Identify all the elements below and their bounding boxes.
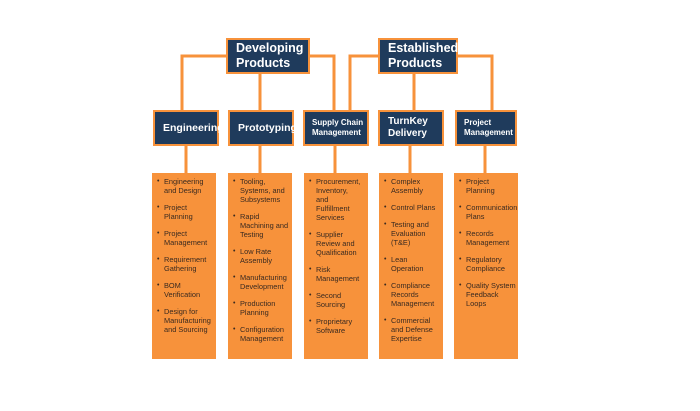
category-turnkey-delivery: TurnKey Delivery bbox=[378, 110, 444, 146]
developing-products-box: Developing Products bbox=[226, 38, 310, 74]
list-item: Low Rate Assembly bbox=[233, 247, 288, 265]
list-item: Control Plans bbox=[384, 203, 439, 212]
established-products-box: Established Products bbox=[378, 38, 458, 74]
category-label: Prototyping bbox=[238, 122, 297, 134]
list-item: Project Planning bbox=[459, 177, 514, 195]
list-item: Project Management bbox=[157, 229, 212, 247]
established-products-label: Established Products bbox=[388, 41, 459, 70]
list-item: Supplier Review and Qualification bbox=[309, 230, 364, 257]
category-engineering: Engineering bbox=[153, 110, 224, 146]
list-item: Regulatory Compliance bbox=[459, 255, 514, 273]
list-item: Design for Manufacturing and Sourcing bbox=[157, 307, 212, 334]
list-item: Configuration Management bbox=[233, 325, 288, 343]
list-item: Compliance Records Management bbox=[384, 281, 439, 308]
category-prototyping: Prototyping bbox=[228, 110, 297, 146]
list-item: Rapid Machining and Testing bbox=[233, 212, 288, 239]
list-item: Manufacturing Development bbox=[233, 273, 288, 291]
list-item: Proprietary Software bbox=[309, 317, 364, 335]
list-item: Requirement Gathering bbox=[157, 255, 212, 273]
list-item: Risk Management bbox=[309, 265, 364, 283]
category-label: Engineering bbox=[163, 122, 224, 134]
engineering-column: Engineering and Design Project Planning … bbox=[152, 173, 216, 359]
list-item: Second Sourcing bbox=[309, 291, 364, 309]
list-item: Quality System Feedback Loops bbox=[459, 281, 516, 308]
category-label: Project Management bbox=[464, 118, 513, 137]
list-item: BOM Verification bbox=[157, 281, 212, 299]
list-item: Production Planning bbox=[233, 299, 288, 317]
category-supply-chain-management: Supply Chain Management bbox=[303, 110, 369, 146]
list-item: Lean Operation bbox=[384, 255, 439, 273]
category-label: Supply Chain Management bbox=[312, 118, 364, 137]
project-management-column: Project Planning Communication Plans Rec… bbox=[454, 173, 518, 359]
list-item: Project Planning bbox=[157, 203, 212, 221]
category-project-management: Project Management bbox=[455, 110, 517, 146]
list-item: Records Management bbox=[459, 229, 514, 247]
turnkey-column: Complex Assembly Control Plans Testing a… bbox=[379, 173, 443, 359]
list-item: Testing and Evaluation (T&E) bbox=[384, 220, 439, 247]
developing-products-label: Developing Products bbox=[236, 41, 304, 70]
list-item: Commercial and Defense Expertise bbox=[384, 316, 439, 343]
list-item: Procurement, Inventory, and Fulfillment … bbox=[309, 177, 364, 222]
category-label: TurnKey Delivery bbox=[388, 116, 428, 139]
list-item: Engineering and Design bbox=[157, 177, 212, 195]
prototyping-column: Tooling, Systems, and Subsystems Rapid M… bbox=[228, 173, 292, 359]
list-item: Tooling, Systems, and Subsystems bbox=[233, 177, 288, 204]
supply-chain-column: Procurement, Inventory, and Fulfillment … bbox=[304, 173, 368, 359]
list-item: Communication Plans bbox=[459, 203, 517, 221]
list-item: Complex Assembly bbox=[384, 177, 439, 195]
